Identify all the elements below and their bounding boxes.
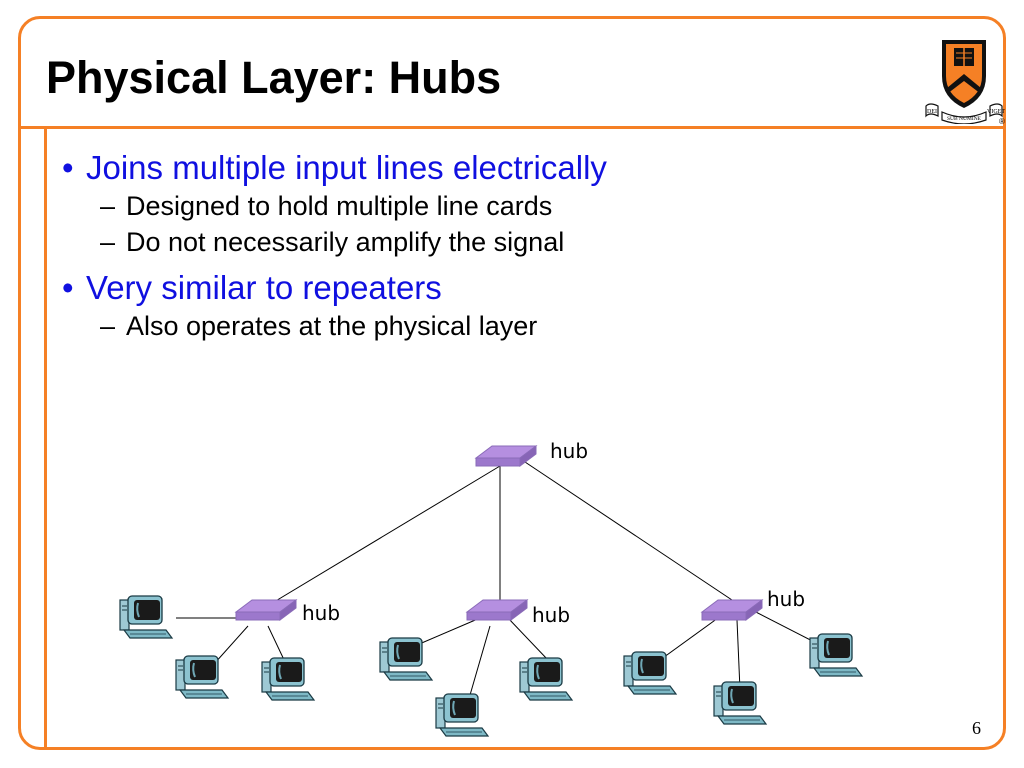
bullet-1-sub-1: –Designed to hold multiple line cards xyxy=(62,188,962,224)
bullet-1-sub-2: –Do not necessarily amplify the signal xyxy=(62,224,962,260)
registered-mark: ® xyxy=(999,117,1005,124)
bullet-dot: • xyxy=(62,149,74,186)
slide-title: Physical Layer: Hubs xyxy=(46,52,502,103)
bullet-1-sub-1-text: Designed to hold multiple line cards xyxy=(126,191,553,221)
bullet-1: • Joins multiple input lines electrically xyxy=(62,148,962,188)
bullet-1-sub-2-text: Do not necessarily amplify the signal xyxy=(126,227,565,257)
princeton-shield-icon: DEI SUB NUMINE VIGET ® xyxy=(925,40,1005,124)
side-divider xyxy=(44,128,47,750)
slide-number: 6 xyxy=(972,718,981,738)
bullet-list: • Joins multiple input lines electrically… xyxy=(62,148,962,344)
sub-dash: – xyxy=(100,227,116,257)
bullet-dot: • xyxy=(62,269,74,306)
slide-frame xyxy=(18,16,1006,750)
bullet-2: • Very similar to repeaters xyxy=(62,268,962,308)
bullet-2-sub-1: –Also operates at the physical layer xyxy=(62,308,962,344)
motto-center: SUB NUMINE xyxy=(947,116,982,122)
sub-dash: – xyxy=(100,191,116,221)
title-divider xyxy=(18,126,1006,129)
motto-right: VIGET xyxy=(987,109,1005,115)
bullet-2-sub-1-text: Also operates at the physical layer xyxy=(126,311,538,341)
sub-dash: – xyxy=(100,311,116,341)
motto-left: DEI xyxy=(927,109,937,115)
bullet-1-text: Joins multiple input lines electrically xyxy=(86,149,607,186)
bullet-2-text: Very similar to repeaters xyxy=(86,269,442,306)
